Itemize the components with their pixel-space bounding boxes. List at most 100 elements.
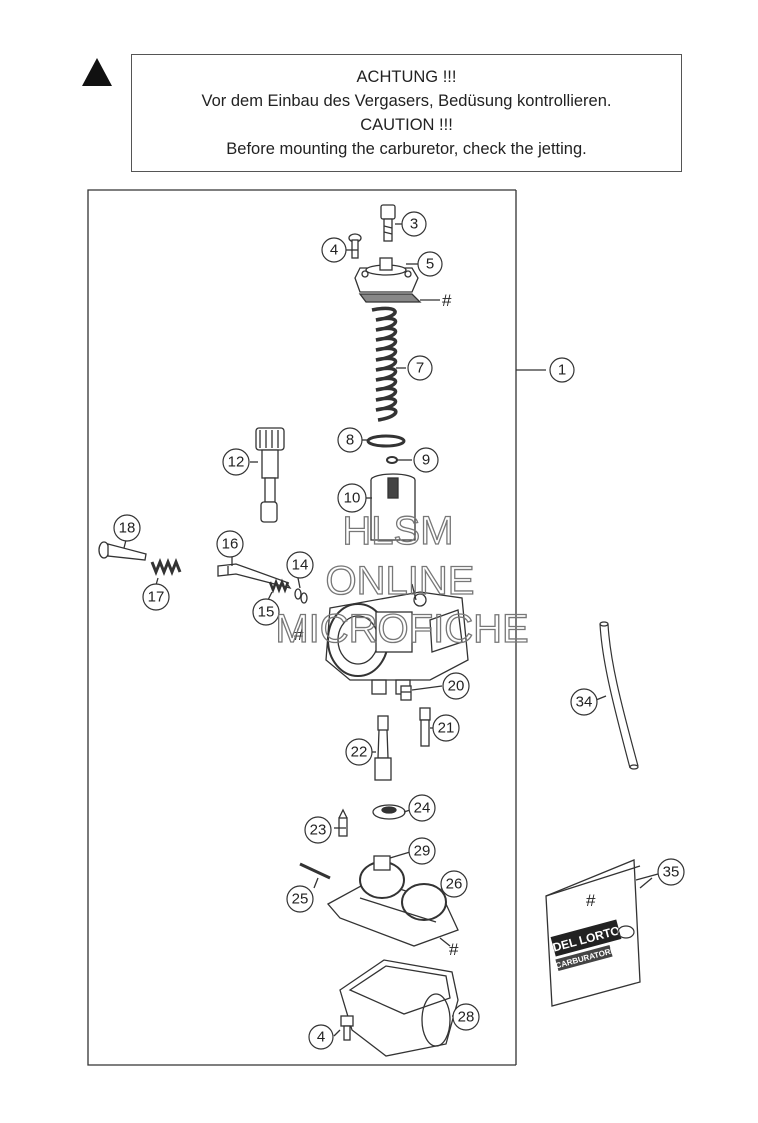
part-26-float	[326, 855, 459, 947]
part-28-float-bowl	[339, 959, 459, 1057]
callout-24-circle	[408, 794, 436, 822]
callout-17: 17	[148, 589, 165, 606]
leader-4b	[333, 1029, 341, 1037]
part-34-hose	[599, 621, 639, 770]
callout-18: 18	[119, 520, 136, 537]
part-12-idle-screw	[255, 427, 285, 523]
caution-line-en-title: CAUTION !!!	[360, 116, 453, 134]
hash-mark-package: #	[586, 891, 596, 910]
watermark-line-2: ONLINE	[326, 559, 475, 603]
callout-18-circle	[113, 514, 141, 542]
caution-line-de-text: Vor dem Einbau des Vergasers, Bedüsung k…	[201, 92, 612, 110]
callout-4a: 4	[330, 242, 338, 259]
callout-9: 9	[422, 452, 430, 469]
part-14-washer	[294, 588, 308, 604]
leader-25	[313, 877, 319, 889]
callout-5: 5	[426, 256, 434, 273]
callout-24: 24	[414, 800, 431, 817]
callout-22-circle	[345, 738, 373, 766]
callout-23: 23	[310, 822, 327, 839]
callout-21: 21	[438, 720, 455, 737]
leader-34	[595, 695, 607, 701]
callout-29-circle	[408, 837, 436, 865]
leader-35	[635, 873, 659, 881]
callout-8: 8	[346, 432, 354, 449]
callout-1-circle	[549, 357, 575, 383]
callout-34: 34	[576, 694, 593, 711]
callout-20-circle	[442, 672, 470, 700]
callout-16: 16	[222, 536, 239, 553]
callout-10: 10	[344, 490, 361, 507]
watermark-line-3: MICROFICHE	[275, 607, 528, 651]
callout-25-circle	[286, 885, 314, 913]
part-5-cap	[354, 257, 419, 293]
hash-mark-cap-gasket: #	[442, 291, 452, 310]
callout-8-circle	[337, 427, 363, 453]
callout-21-circle	[432, 714, 460, 742]
callout-25: 25	[292, 891, 309, 908]
callout-26: 26	[446, 876, 463, 893]
callout-4b: 4	[317, 1029, 325, 1046]
part-16-needle-screw	[217, 563, 292, 590]
callout-29: 29	[414, 843, 431, 860]
callout-15-circle	[252, 598, 280, 626]
leader-20	[411, 685, 443, 691]
watermark-line-1: HLSM	[342, 509, 453, 553]
caution-line-de-title: ACHTUNG !!!	[356, 68, 457, 86]
part-25-pin	[299, 862, 331, 880]
carburetor-body	[325, 583, 469, 695]
callout-4a-circle	[321, 237, 347, 263]
callout-23-circle	[304, 816, 332, 844]
callout-4b-circle	[308, 1024, 334, 1050]
part-7-spring	[371, 306, 398, 422]
warning-triangle-icon	[82, 58, 112, 86]
callout-16-circle	[216, 530, 244, 558]
callout-3-circle	[401, 211, 427, 237]
part-18-mixture-screw	[98, 541, 147, 561]
callout-26-circle	[440, 870, 468, 898]
callout-20: 20	[448, 678, 465, 695]
part-8-ring	[366, 434, 406, 448]
part-20-jet	[400, 685, 412, 701]
part-23-needle-valve	[338, 808, 348, 837]
callout-9-circle	[413, 447, 439, 473]
callout-28-circle	[452, 1003, 480, 1031]
part-21-jet	[419, 707, 431, 747]
callout-22: 22	[351, 744, 368, 761]
assembly-frame	[87, 189, 516, 1066]
part-9-clip	[386, 456, 398, 464]
hash-mark-float-gasket: #	[449, 940, 459, 959]
callout-34-circle	[570, 688, 598, 716]
callout-14-circle	[286, 551, 314, 579]
callout-5-circle	[417, 251, 443, 277]
part-10-throttle-slide	[370, 473, 416, 541]
callout-14: 14	[292, 557, 309, 574]
leader-14	[297, 577, 301, 589]
leader-29	[389, 851, 411, 859]
part-4-screw-top	[348, 233, 362, 259]
part-24-washer	[372, 804, 406, 820]
callout-15: 15	[258, 604, 275, 621]
caution-line-en-text: Before mounting the carburetor, check th…	[226, 140, 587, 158]
cap-gasket	[358, 293, 422, 303]
hash-mark-washer: #	[294, 625, 304, 644]
callout-10-circle	[337, 483, 367, 513]
callout-1: 1	[558, 362, 566, 379]
callout-7-circle	[407, 355, 433, 381]
part-17-spring	[150, 557, 182, 577]
callout-35-circle	[657, 858, 685, 886]
caution-note: ACHTUNG !!! Vor dem Einbau des Vergasers…	[131, 54, 682, 172]
callout-7: 7	[416, 360, 424, 377]
part-4-screw-bottom	[340, 1015, 354, 1041]
part-3-screw	[380, 204, 396, 242]
callout-35: 35	[663, 864, 680, 881]
callout-12-circle	[222, 448, 250, 476]
part-22-atomizer	[374, 715, 392, 781]
part-15-spring	[268, 578, 290, 594]
callout-3: 3	[410, 216, 418, 233]
callout-28: 28	[458, 1009, 475, 1026]
callout-17-circle	[142, 583, 170, 611]
leader-hash-float	[439, 937, 451, 947]
callout-12: 12	[228, 454, 245, 471]
